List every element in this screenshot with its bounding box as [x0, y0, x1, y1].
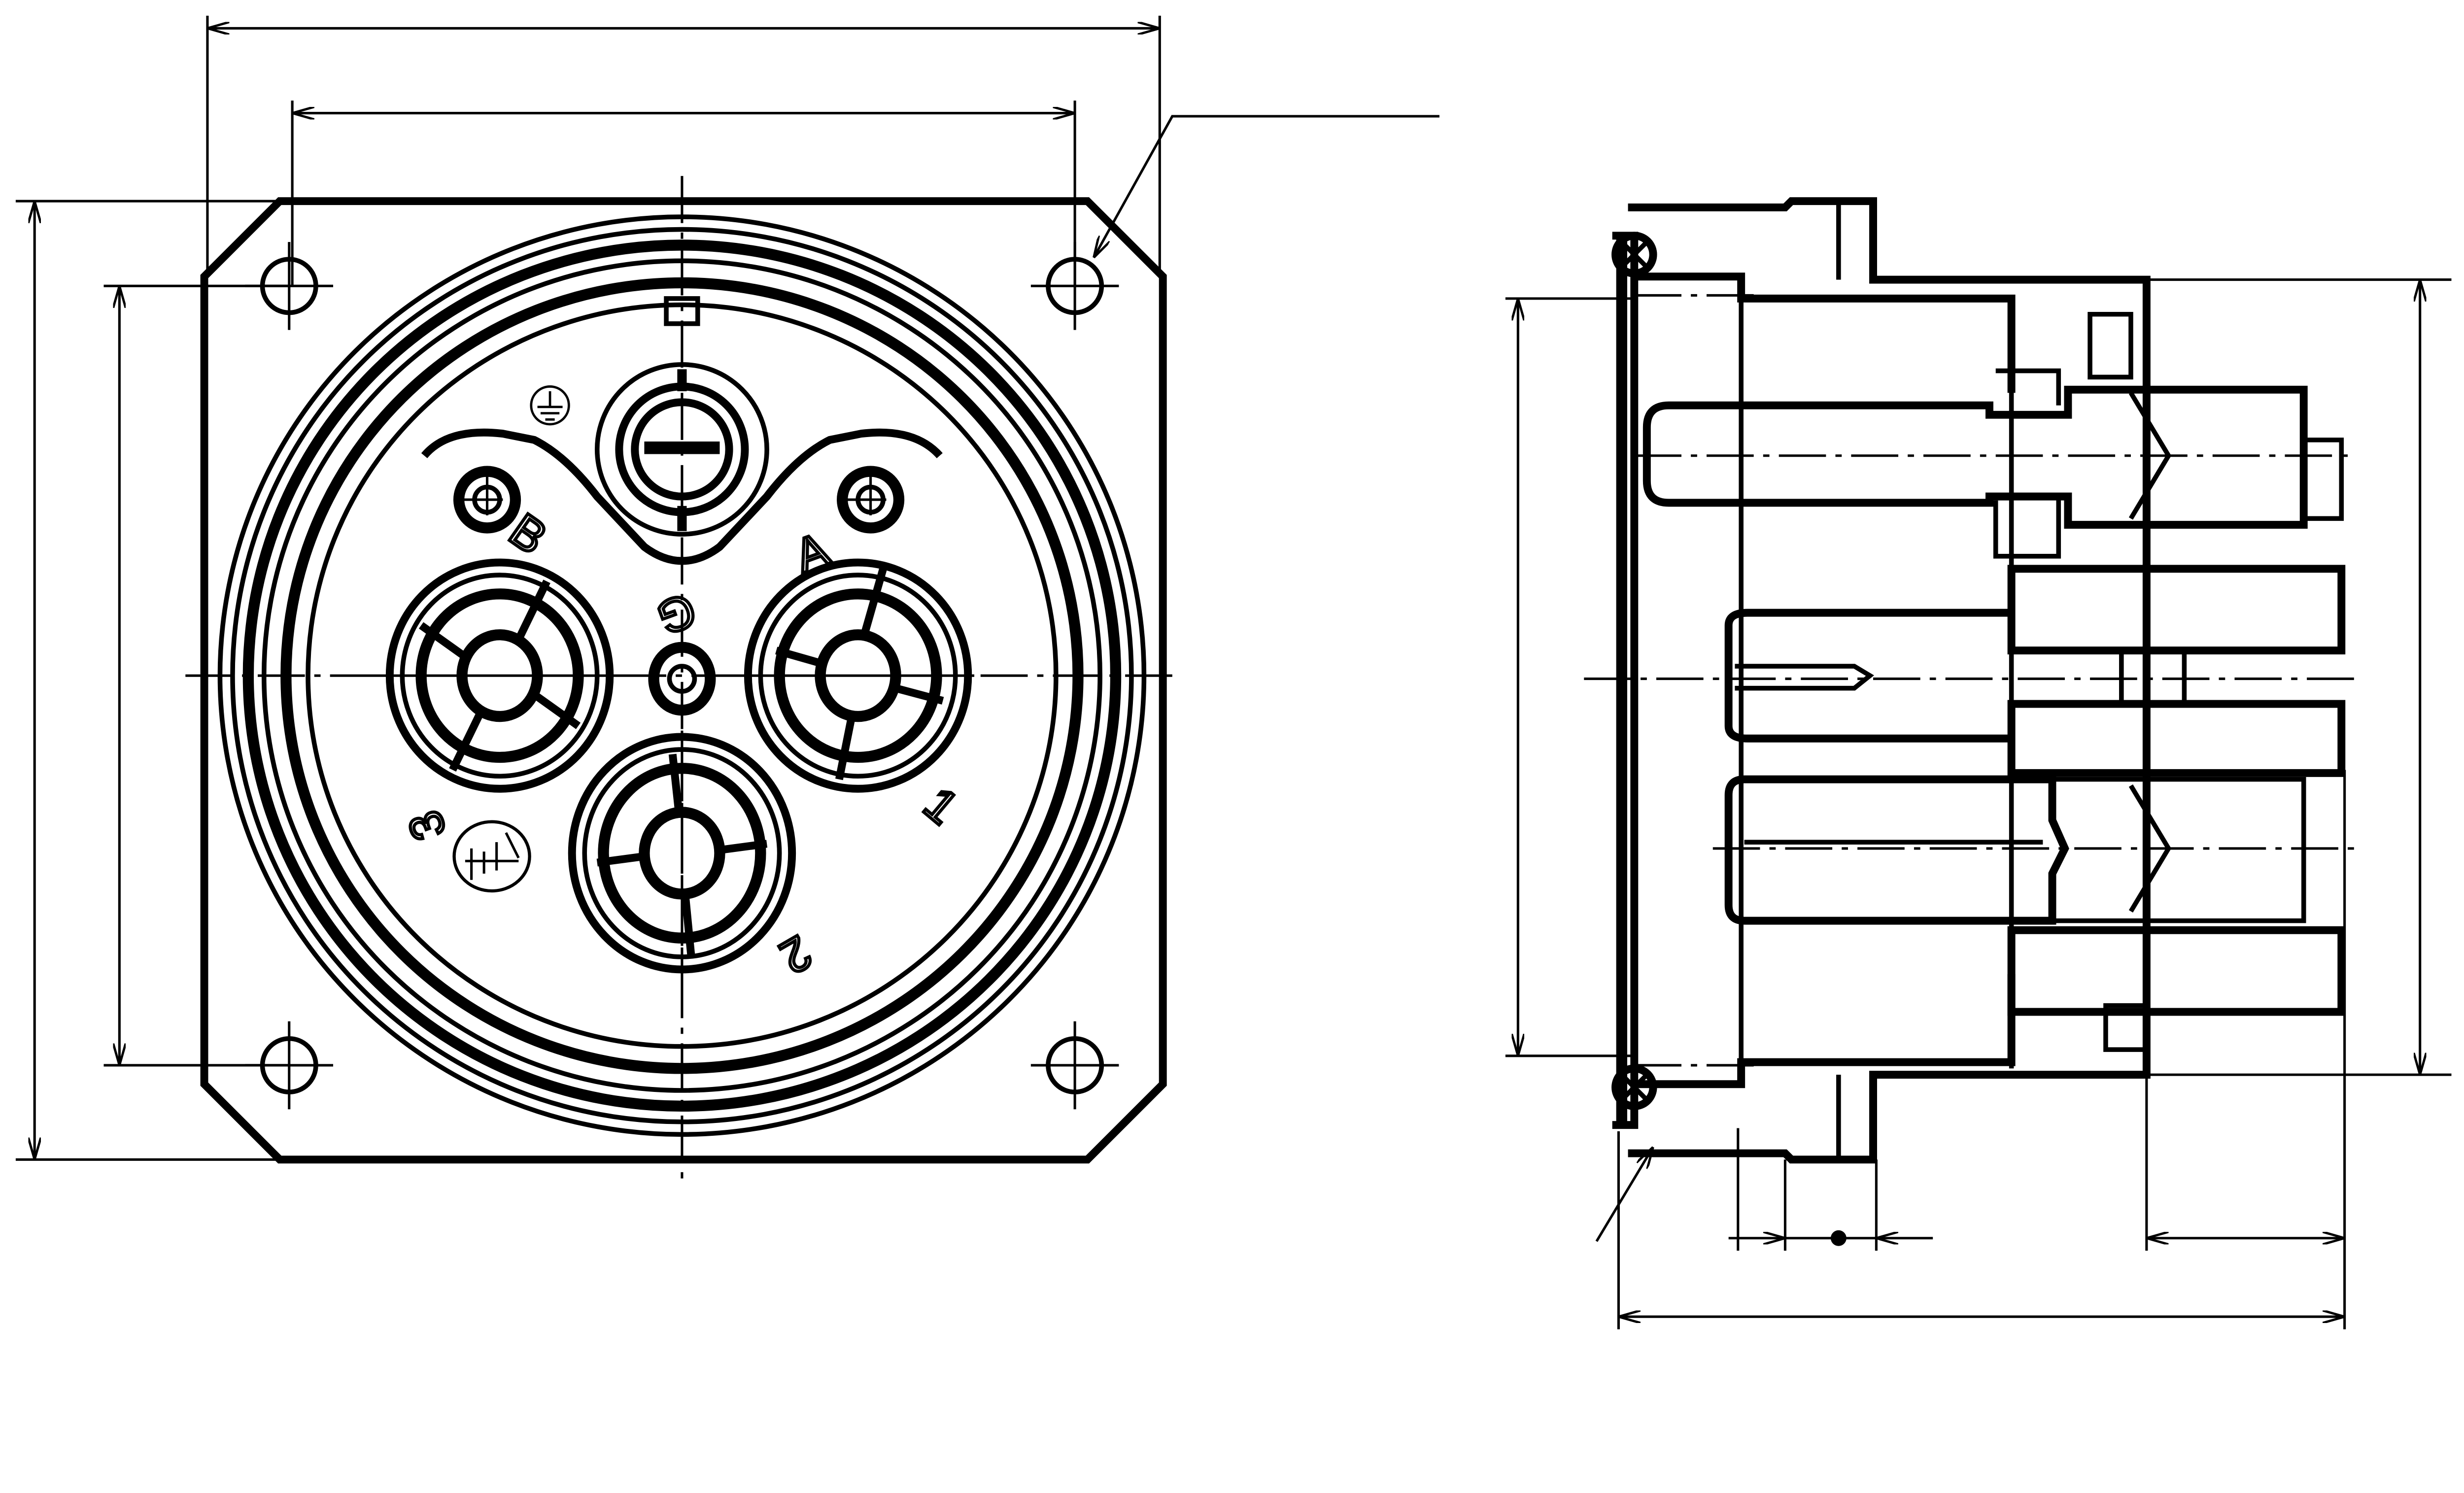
label-pin-a: A	[788, 522, 836, 582]
label-pin-g: G	[650, 583, 703, 645]
manufacturer-logo	[452, 820, 531, 893]
lower-contact-section	[1724, 775, 2346, 1052]
side-view	[1505, 197, 2452, 1329]
dimension-dot	[1830, 1230, 1847, 1246]
middle-contact-section	[1724, 565, 2346, 777]
center-lines	[185, 176, 1182, 1182]
label-pin-2: 2	[771, 925, 821, 984]
label-pin-3: 3	[398, 804, 456, 847]
front-view: B A G 1 2 3	[15, 15, 1439, 1182]
label-pin-1: 1	[914, 777, 968, 834]
mounting-flange	[200, 197, 1167, 1164]
side-center-lines	[1584, 294, 2358, 1067]
seal-rings	[1611, 232, 1657, 1110]
side-dimension-lines	[1505, 278, 2452, 1329]
ground-symbol-icon	[530, 385, 570, 426]
dimension-lines	[15, 15, 1439, 1161]
connector-drawing: B A G 1 2 3	[15, 15, 2452, 1329]
upper-contact-section	[1643, 311, 2344, 559]
